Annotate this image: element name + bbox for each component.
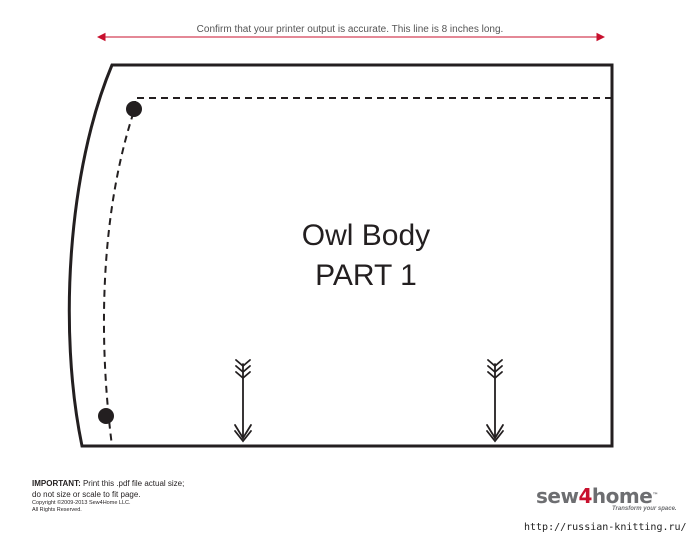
ruler-caption: Confirm that your printer output is accu… bbox=[196, 24, 504, 35]
important-text-1: Print this .pdf file actual size; bbox=[80, 479, 185, 488]
print-instructions: IMPORTANT: Print this .pdf file actual s… bbox=[32, 478, 272, 514]
placement-dot-bottom bbox=[98, 408, 114, 424]
copyright-text: Copyright ©2009-2013 Sew4Home LLC. bbox=[32, 500, 131, 506]
grainline-arrow-left bbox=[234, 359, 252, 443]
piece-title-line-2: PART 1 bbox=[315, 259, 417, 292]
piece-title-line-1: Owl Body bbox=[301, 219, 431, 252]
grainline-arrow-right bbox=[486, 359, 504, 443]
brand-name-part-1: sew bbox=[536, 484, 579, 508]
rights-text: All Rights Reserved. bbox=[32, 507, 82, 513]
seam-line-dashed bbox=[102, 97, 612, 447]
brand-wordmark: sew4home™ bbox=[536, 485, 676, 507]
brand-name-part-2: home bbox=[591, 484, 653, 508]
source-watermark: http://russian-knitting.ru/ bbox=[524, 522, 687, 533]
trademark-symbol: ™ bbox=[652, 492, 658, 499]
pattern-piece-title: Owl Body PART 1 bbox=[216, 216, 516, 296]
placement-dot-top bbox=[126, 101, 142, 117]
brand-tagline: Transform your space. bbox=[612, 506, 677, 512]
brand-name-accent: 4 bbox=[578, 484, 592, 508]
brand-logo: sew4home™ Transform your space. bbox=[536, 485, 677, 515]
important-notice-line-1: IMPORTANT: Print this .pdf file actual s… bbox=[32, 478, 272, 489]
cut-line-outline bbox=[67, 63, 614, 448]
important-notice-line-2: do not size or scale to fit page. bbox=[32, 490, 141, 499]
important-label: IMPORTANT: bbox=[32, 479, 81, 488]
